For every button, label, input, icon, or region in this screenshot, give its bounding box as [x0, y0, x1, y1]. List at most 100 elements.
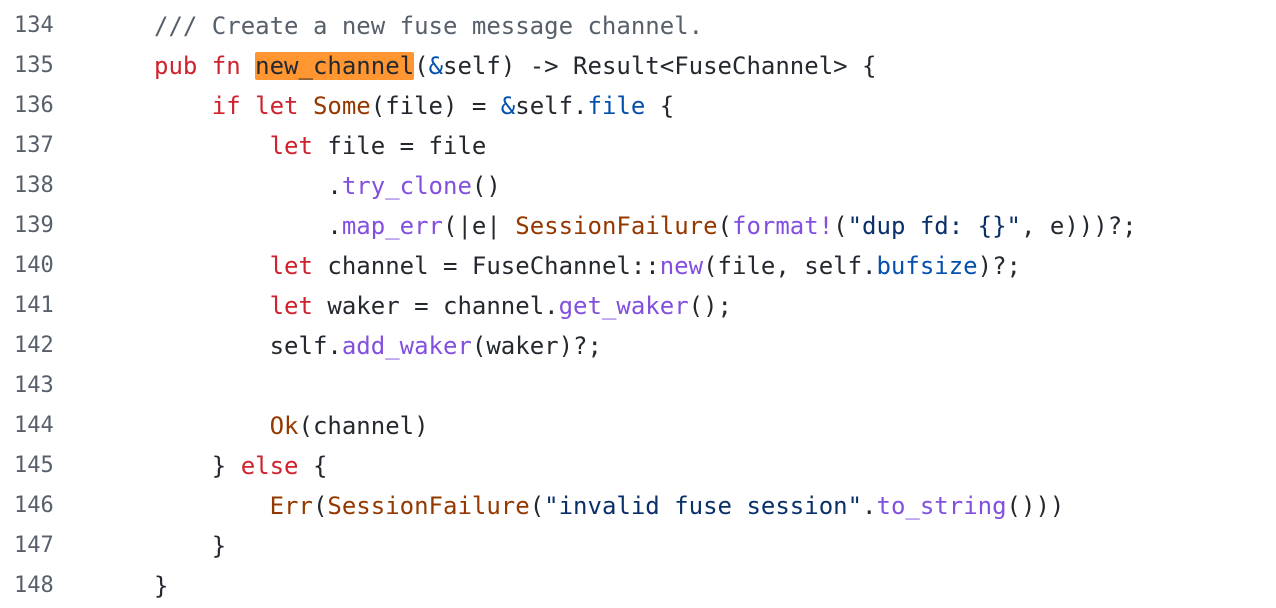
code-line: 147 } [0, 526, 1276, 566]
code-token: "dup fd: {}" [847, 212, 1021, 240]
code-token: waker = channel. [312, 292, 559, 320]
line-number[interactable]: 147 [14, 533, 54, 558]
code-token: Some [312, 92, 371, 120]
line-code: let waker = channel.get_waker(); [154, 286, 732, 326]
code-line: 144 Ok(channel) [0, 406, 1276, 446]
code-line: 146 Err(SessionFailure("invalid fuse ses… [0, 486, 1276, 526]
code-token: let [269, 132, 313, 160]
code-token: (channel) [298, 412, 429, 440]
line-code: } [154, 566, 168, 606]
code-line: 145 } else { [0, 446, 1276, 486]
line-code: Ok(channel) [154, 406, 429, 446]
code-token: self. [515, 92, 588, 120]
line-number[interactable]: 143 [14, 373, 54, 398]
code-token: & [428, 52, 444, 80]
code-token: file [587, 92, 646, 120]
line-number[interactable]: 137 [14, 133, 54, 158]
line-code: let channel = FuseChannel::new(file, sel… [154, 246, 1021, 286]
code-token: file = file [312, 132, 487, 160]
code-token: get_waker [558, 292, 689, 320]
code-token: { [298, 452, 328, 480]
code-token: ())) [1006, 492, 1065, 520]
line-number[interactable]: 135 [14, 53, 54, 78]
line-number[interactable]: 136 [14, 93, 54, 118]
code-token: let [269, 252, 313, 280]
code-token: (waker)?; [471, 332, 602, 360]
code-token: "invalid fuse session" [544, 492, 863, 520]
code-token: pub fn [154, 52, 256, 80]
line-number[interactable]: 139 [14, 213, 54, 238]
line-number[interactable]: 141 [14, 293, 54, 318]
code-token: . [862, 492, 877, 520]
code-token [154, 292, 270, 320]
code-token: ( [529, 492, 545, 520]
line-number[interactable]: 142 [14, 333, 54, 358]
code-token: Err [269, 492, 313, 520]
code-token: ( [414, 52, 429, 80]
code-token: let [269, 292, 313, 320]
code-token: format! [732, 212, 834, 240]
code-token: () [471, 172, 501, 200]
line-number[interactable]: 138 [14, 173, 54, 198]
line-code: /// Create a new fuse message channel. [154, 6, 703, 46]
code-token: to_string [876, 492, 1007, 520]
code-token: (|e| [443, 212, 516, 240]
line-number[interactable]: 134 [14, 13, 54, 38]
code-token [154, 92, 212, 120]
code-line: 143 [0, 366, 1276, 406]
line-code: Err(SessionFailure("invalid fuse session… [154, 486, 1065, 526]
code-token: ( [833, 212, 848, 240]
code-line: 134 /// Create a new fuse message channel… [0, 6, 1276, 46]
line-number[interactable]: 148 [14, 573, 54, 598]
code-token [154, 252, 270, 280]
code-token: channel = FuseChannel:: [312, 252, 660, 280]
code-line: 148} [0, 566, 1276, 606]
code-token: } [154, 452, 241, 480]
code-token: add_waker [341, 332, 472, 360]
line-code: .map_err(|e| SessionFailure(format!("dup… [154, 206, 1136, 246]
code-token: (file, self. [703, 252, 877, 280]
line-code: } else { [154, 446, 328, 486]
line-number[interactable]: 145 [14, 453, 54, 478]
code-token: /// Create a new fuse message channel. [154, 12, 704, 40]
code-token: Ok [269, 412, 299, 440]
code-line: 138 .try_clone() [0, 166, 1276, 206]
code-token: . [154, 212, 342, 240]
code-token: . [154, 172, 342, 200]
code-token: ( [312, 492, 328, 520]
code-line: 140 let channel = FuseChannel::new(file,… [0, 246, 1276, 286]
line-number[interactable]: 146 [14, 493, 54, 518]
code-token [154, 132, 270, 160]
code-token: (); [688, 292, 732, 320]
code-token: SessionFailure [515, 212, 718, 240]
line-code: pub fn new_channel(&self) -> Result<Fuse… [154, 46, 877, 86]
code-token: } [154, 572, 169, 600]
search-highlight: new_channel [255, 52, 415, 80]
code-token [154, 492, 270, 520]
code-token: & [500, 92, 516, 120]
code-view: 134 /// Create a new fuse message channel… [0, 6, 1276, 606]
code-line: 141 let waker = channel.get_waker(); [0, 286, 1276, 326]
line-code: .try_clone() [154, 166, 501, 206]
line-code: if let Some(file) = &self.file { [154, 86, 674, 126]
code-token: SessionFailure [327, 492, 530, 520]
code-token: { [645, 92, 675, 120]
code-line: 139 .map_err(|e| SessionFailure(format!(… [0, 206, 1276, 246]
code-token: (file) = [370, 92, 501, 120]
line-code: } [154, 526, 226, 566]
line-number[interactable]: 140 [14, 253, 54, 278]
code-token: ( [717, 212, 732, 240]
code-token: map_err [341, 212, 443, 240]
code-token: else [240, 452, 299, 480]
code-token: bufsize [876, 252, 978, 280]
code-token: } [154, 532, 227, 560]
code-line: 142 self.add_waker(waker)?; [0, 326, 1276, 366]
code-token: self. [154, 332, 342, 360]
code-token [154, 412, 270, 440]
code-token: )?; [977, 252, 1021, 280]
code-line: 136 if let Some(file) = &self.file { [0, 86, 1276, 126]
code-token: self) -> Result<FuseChannel> { [443, 52, 877, 80]
code-token: try_clone [341, 172, 472, 200]
code-token: new [659, 252, 704, 280]
line-number[interactable]: 144 [14, 413, 54, 438]
